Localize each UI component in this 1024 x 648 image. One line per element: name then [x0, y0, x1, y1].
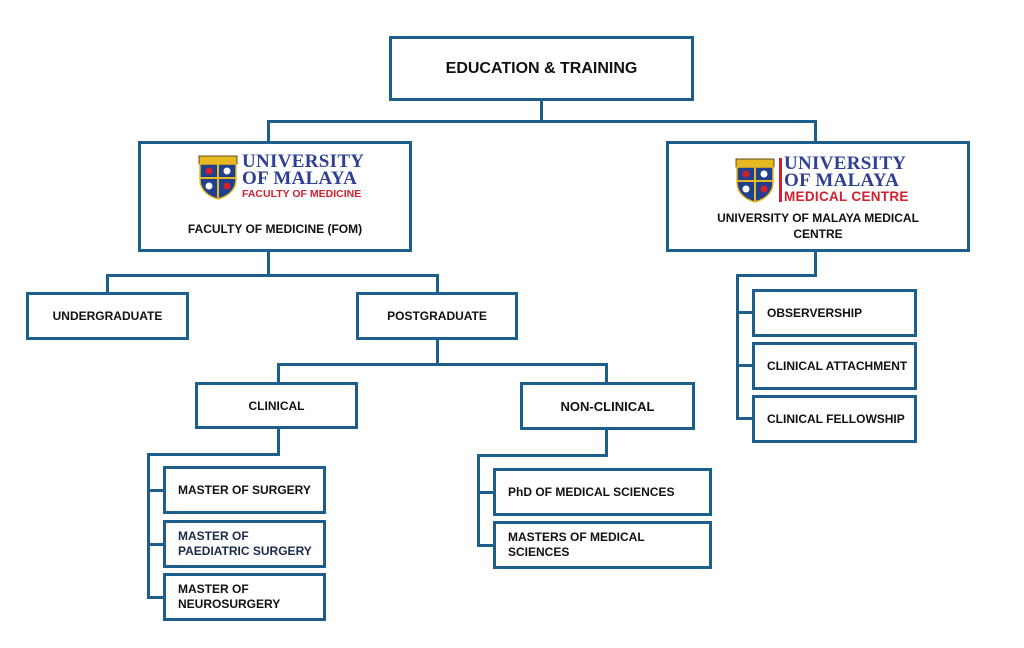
- education-training-node: EDUCATION & TRAINING: [389, 36, 694, 101]
- connector: [477, 544, 494, 547]
- non-clinical-node: NON-CLINICAL: [520, 382, 695, 430]
- masters-medical-sciences-label: MASTERS OF MEDICAL SCIENCES: [508, 530, 645, 559]
- undergraduate-label: UNDERGRADUATE: [52, 309, 163, 323]
- connector: [436, 274, 439, 293]
- connector: [147, 489, 164, 492]
- connector: [436, 340, 439, 365]
- fom-logo-name: UNIVERSITY OF MALAYA: [242, 151, 365, 189]
- connector: [267, 251, 270, 275]
- connector: [605, 429, 608, 456]
- connector: [147, 596, 164, 599]
- fom-logo-subtitle: FACULTY OF MEDICINE: [242, 188, 362, 200]
- fom-label: FACULTY OF MEDICINE (FOM): [187, 222, 363, 236]
- connector: [814, 251, 817, 276]
- clinical-attachment-node: CLINICAL ATTACHMENT: [752, 342, 917, 390]
- observership-label: OBSERVERSHIP: [767, 305, 863, 320]
- university-crest-icon: [198, 155, 238, 200]
- clinical-label: CLINICAL: [248, 398, 305, 413]
- master-of-paediatric-surgery-label: MASTER OF PAEDIATRIC SURGERY: [178, 529, 312, 558]
- connector: [736, 274, 817, 277]
- phd-medical-sciences-label: PhD OF MEDICAL SCIENCES: [508, 484, 675, 499]
- connector: [267, 120, 817, 123]
- ummc-logo-subtitle: MEDICAL CENTRE: [784, 189, 909, 204]
- connector: [736, 417, 753, 420]
- non-clinical-label: NON-CLINICAL: [560, 398, 655, 414]
- connector: [267, 120, 270, 142]
- connector: [605, 363, 608, 383]
- clinical-fellowship-label: CLINICAL FELLOWSHIP: [767, 411, 905, 426]
- ummc-logo-name: UNIVERSITY OF MALAYA: [784, 153, 907, 191]
- master-of-paediatric-surgery-node: MASTER OF PAEDIATRIC SURGERY: [163, 520, 326, 568]
- connector: [277, 428, 280, 455]
- connector: [477, 454, 480, 546]
- connector: [277, 363, 280, 383]
- ummc-label: UNIVERSITY OF MALAYA MEDICAL CENTRE: [717, 211, 919, 241]
- connector: [736, 274, 739, 420]
- connector: [106, 274, 439, 277]
- ummc-node: UNIVERSITY OF MALAYA MEDICAL CENTRE UNIV…: [666, 141, 970, 252]
- clinical-node: CLINICAL: [195, 382, 358, 429]
- connector: [106, 274, 109, 293]
- connector: [147, 453, 150, 599]
- connector: [147, 453, 280, 456]
- clinical-attachment-label: CLINICAL ATTACHMENT: [767, 358, 908, 373]
- connector: [540, 99, 543, 121]
- masters-medical-sciences-node: MASTERS OF MEDICAL SCIENCES: [493, 521, 712, 569]
- clinical-fellowship-node: CLINICAL FELLOWSHIP: [752, 395, 917, 443]
- master-of-surgery-label: MASTER OF SURGERY: [178, 482, 311, 497]
- phd-medical-sciences-node: PhD OF MEDICAL SCIENCES: [493, 468, 712, 516]
- connector: [147, 543, 164, 546]
- connector: [477, 454, 608, 457]
- university-crest-icon: [735, 158, 775, 203]
- observership-node: OBSERVERSHIP: [752, 289, 917, 337]
- connector: [477, 491, 494, 494]
- education-training-label: EDUCATION & TRAINING: [445, 59, 638, 77]
- faculty-of-medicine-node: UNIVERSITY OF MALAYA FACULTY OF MEDICINE…: [138, 141, 412, 252]
- logo-divider: [779, 157, 782, 202]
- connector: [814, 120, 817, 142]
- undergraduate-node: UNDERGRADUATE: [26, 292, 189, 340]
- ummc-logo: UNIVERSITY OF MALAYA MEDICAL CENTRE: [735, 153, 909, 204]
- postgraduate-node: POSTGRADUATE: [356, 292, 518, 340]
- fom-logo: UNIVERSITY OF MALAYA FACULTY OF MEDICINE: [198, 151, 365, 201]
- master-of-neurosurgery-label: MASTER OF NEUROSURGERY: [178, 582, 281, 611]
- connector: [736, 364, 753, 367]
- postgraduate-label: POSTGRADUATE: [387, 309, 487, 323]
- connector: [277, 363, 608, 366]
- master-of-neurosurgery-node: MASTER OF NEUROSURGERY: [163, 573, 326, 621]
- connector: [736, 311, 753, 314]
- master-of-surgery-node: MASTER OF SURGERY: [163, 466, 326, 514]
